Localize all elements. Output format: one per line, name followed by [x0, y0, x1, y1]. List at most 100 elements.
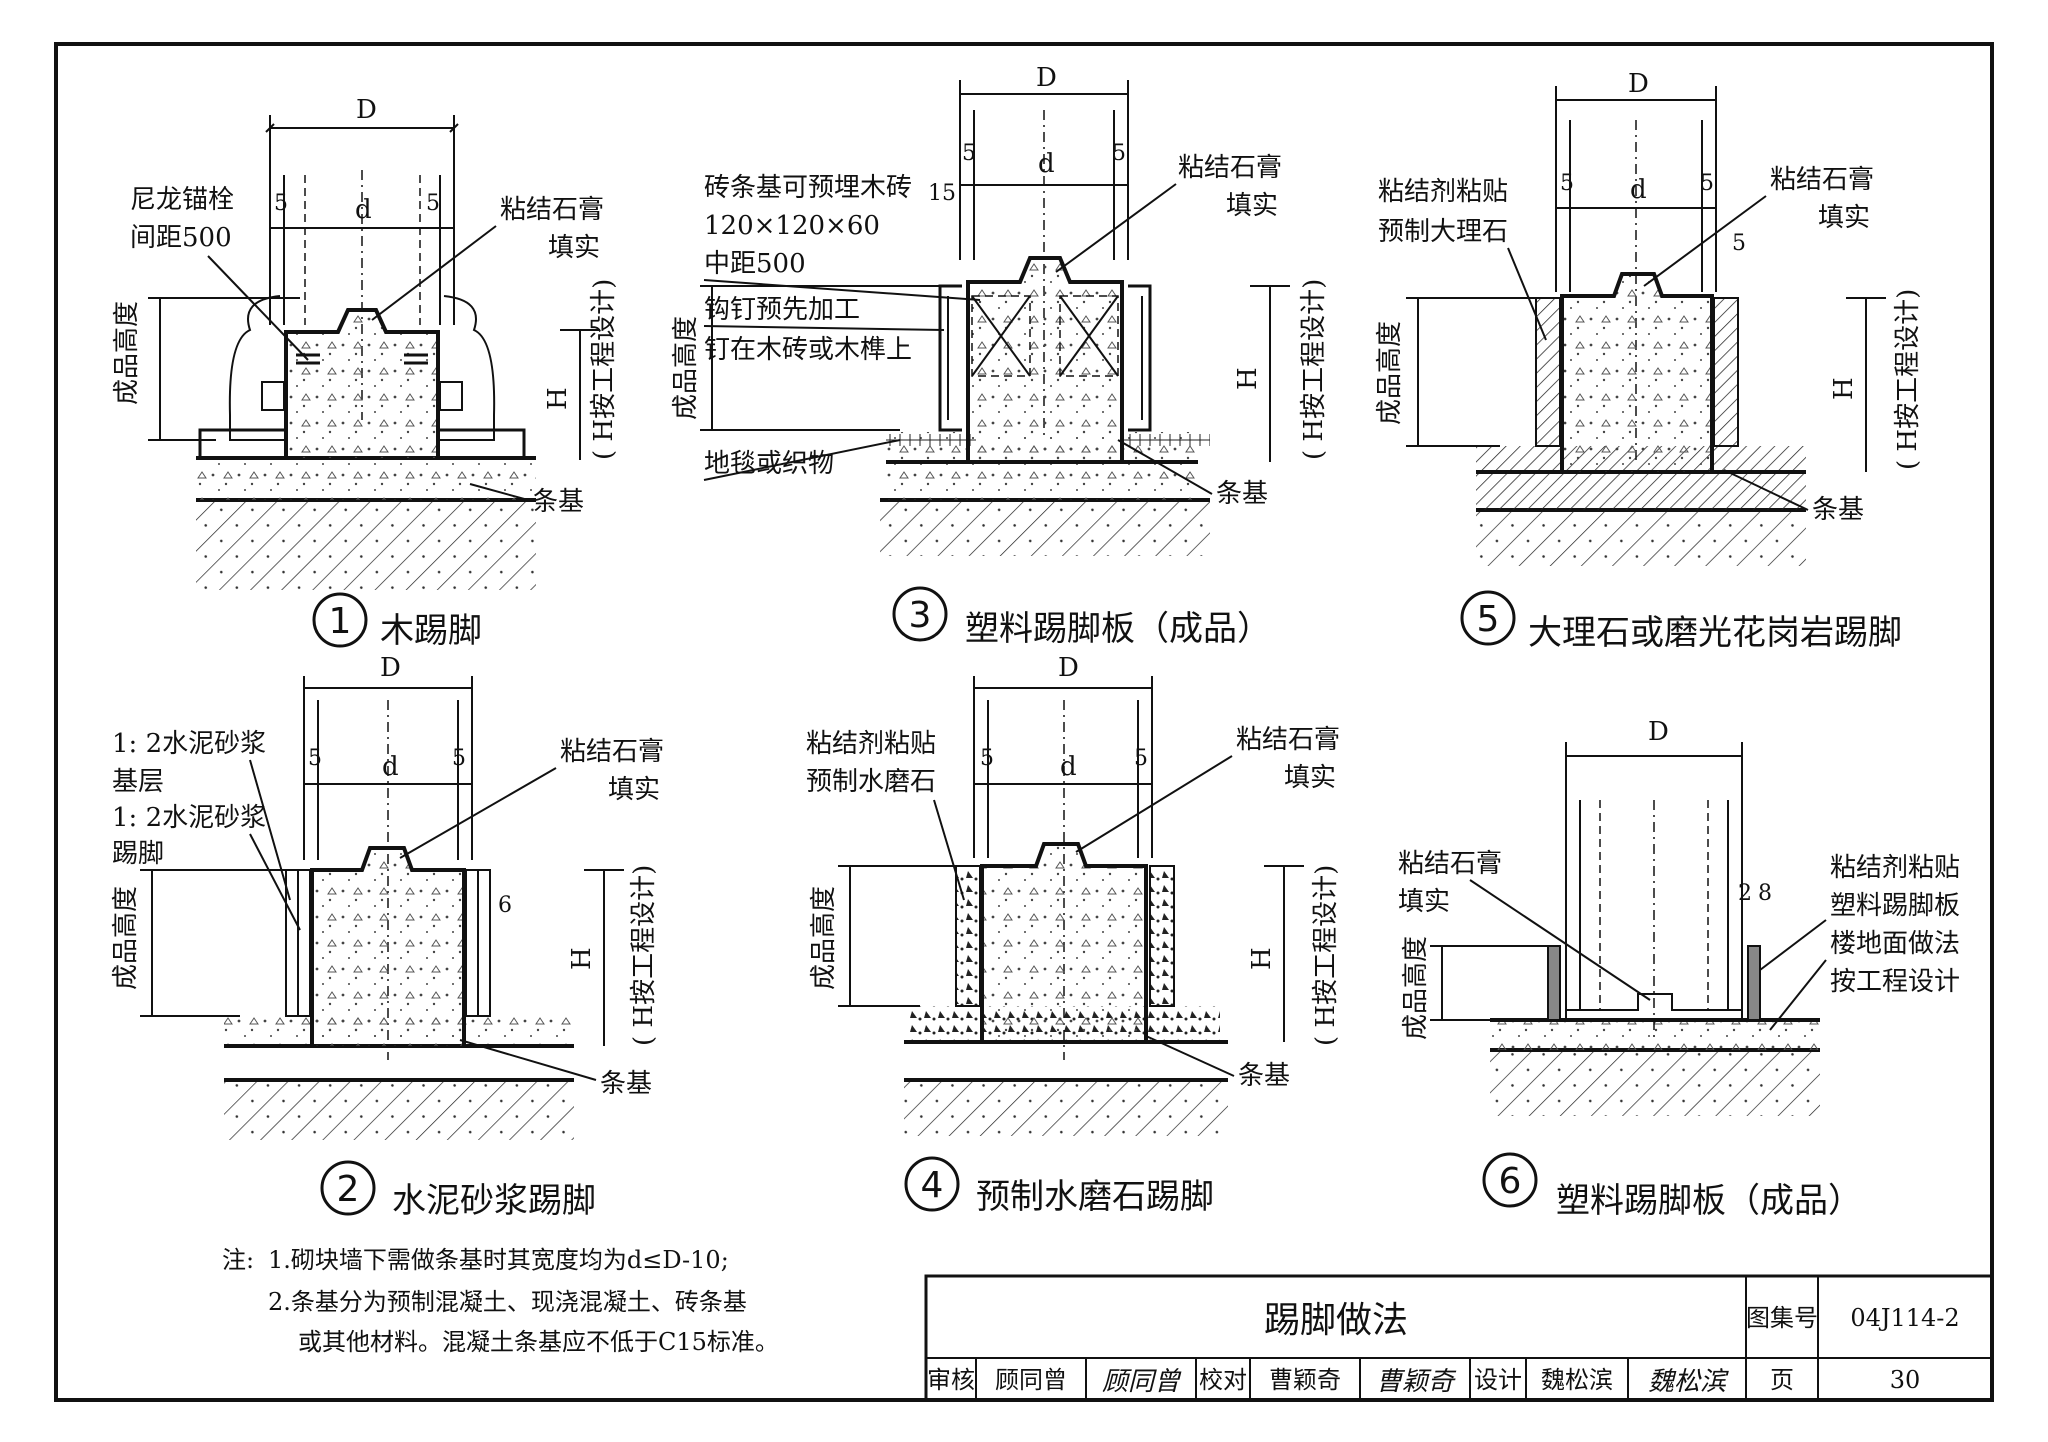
notes-line1: 1.砌块墙下需做条基时其宽度均为d≤D-10;: [268, 1246, 729, 1274]
d1-label-anchor: 尼龙锚栓: [130, 185, 234, 215]
d6-dim-8: 8: [1758, 881, 1772, 906]
designer-signature: 魏松滨: [1648, 1367, 1729, 1397]
d5-label-gypsum: 粘结石膏: [1770, 165, 1874, 195]
d2-dim-5b: 5: [452, 746, 466, 771]
d3-caption: 塑料踢脚板（成品）: [965, 609, 1271, 649]
d4-label-adh1: 粘结剂粘贴: [806, 729, 936, 759]
d2-label-gypsum: 粘结石膏: [560, 737, 664, 767]
checker-name: 曹颖奇: [1269, 1366, 1341, 1394]
d1-dim-5b: 5: [426, 191, 440, 216]
d3-label-gypsum: 粘结石膏: [1178, 153, 1282, 183]
designer-name: 魏松滨: [1541, 1366, 1613, 1394]
d2-dim-5a: 5: [308, 746, 322, 771]
d2-label-height: 成品高度: [111, 886, 141, 990]
d1-label-footing: 条基: [532, 487, 584, 517]
d2-label-footing: 条基: [600, 1069, 652, 1099]
d2-label-base: 基层: [112, 767, 164, 797]
d4-label-H-note: ( H按工程设计): [1311, 865, 1341, 1046]
d3-label-H-note: ( H按工程设计): [1299, 279, 1329, 460]
page-number: 30: [1890, 1366, 1921, 1394]
d1-dim-d: d: [355, 195, 372, 225]
d4-dim-5a: 5: [980, 746, 994, 771]
d1-label-height: 成品高度: [112, 301, 142, 405]
d6-caption: 塑料踢脚板（成品）: [1556, 1181, 1862, 1221]
d3-label-H: H: [1233, 367, 1263, 390]
d1-label-H: H: [543, 387, 573, 410]
d1-label-H-note: ( H按工程设计): [589, 279, 619, 460]
d2-dim-6: 6: [498, 893, 512, 918]
d4-label-adh2: 预制水磨石: [806, 767, 936, 797]
d5-dim-d: d: [1630, 175, 1647, 205]
notes-line3: 或其他材料。混凝土条基应不低于C15标准。: [298, 1328, 779, 1356]
d5-label-height: 成品高度: [1375, 321, 1405, 425]
notes-prefix: 注:: [222, 1246, 254, 1274]
detail-3-plastic-skirting: D 5 d 5 15 成品高度 H ( H按工程设计) 砖条基可预埋木砖 120…: [671, 63, 1329, 649]
d6-dim-2: 2: [1738, 881, 1752, 906]
d3-dim-15: 15: [928, 181, 956, 206]
d2-dim-d: d: [382, 752, 399, 782]
d1-dim-D: D: [356, 95, 377, 125]
d1-label-spacing: 间距500: [130, 223, 232, 253]
d5-label-H: H: [1829, 377, 1859, 400]
d1-dim-5a: 5: [274, 191, 288, 216]
d5-dim-5b: 5: [1700, 171, 1714, 196]
d3-label-brick1: 砖条基可预埋木砖: [704, 173, 912, 203]
d5-dim-D: D: [1628, 69, 1649, 99]
d6-label-fill: 填实: [1398, 887, 1450, 917]
d5-dim-5c: 5: [1732, 231, 1746, 256]
d2-label-mortar2: 1: 2水泥砂浆: [112, 803, 266, 833]
d3-label-brick2: 120×120×60: [704, 211, 880, 241]
d4-label-gypsum: 粘结石膏: [1236, 725, 1340, 755]
check-label: 校对: [1199, 1366, 1247, 1394]
d3-label-footing: 条基: [1216, 479, 1268, 509]
d1-label-fill: 填实: [548, 233, 600, 263]
d6-number: 6: [1499, 1161, 1522, 1202]
detail-4-terrazzo-skirting: D 5 d 5 成品高度 H ( H按工程设计) 粘结剂粘贴 预制水磨石 粘结石…: [806, 653, 1341, 1217]
detail-2-cement-mortar-skirting: D 5 d 5 6 成品高度 H ( H按工程设计) 1: 2水泥砂浆 基层 1…: [111, 653, 664, 1221]
d1-label-gypsum: 粘结石膏: [500, 195, 604, 225]
checker-signature: 曹颖奇: [1376, 1367, 1457, 1397]
title-block: 踢脚做法 图集号 04J114-2 审核 顾同曾 顾同曾 校对 曹颖奇 曹颖奇 …: [924, 1274, 1994, 1402]
notes: 注: 1.砌块墙下需做条基时其宽度均为d≤D-10; 2.条基分为预制混凝土、现…: [222, 1246, 779, 1356]
notes-line2: 2.条基分为预制混凝土、现浇混凝土、砖条基: [268, 1288, 747, 1316]
d4-label-height: 成品高度: [809, 886, 839, 990]
d3-label-carpet: 地毯或织物: [704, 449, 834, 479]
design-label: 设计: [1474, 1366, 1522, 1394]
d3-dim-5b: 5: [1112, 141, 1126, 166]
detail-1-wood-skirting: D 5 d 5 成品高度 H ( H按工程设计) 尼龙锚栓 间距500 粘结石膏…: [112, 95, 619, 651]
d5-label-footing: 条基: [1812, 495, 1864, 525]
d3-dim-D: D: [1036, 63, 1057, 93]
d3-label-fill: 填实: [1226, 191, 1278, 221]
d3-label-nail2: 钉在木砖或木榫上: [704, 335, 912, 365]
d2-caption: 水泥砂浆踢脚: [392, 1181, 596, 1221]
d5-number: 5: [1477, 599, 1500, 640]
d3-label-nail1: 钩钉预先加工: [704, 295, 860, 325]
detail-5-marble-skirting: D 5 d 5 5 成品高度 H ( H按工程设计) 粘结剂粘贴 预制大理石 粘…: [1375, 69, 1923, 653]
atlas-number: 04J114-2: [1850, 1304, 1959, 1332]
d3-number: 3: [909, 595, 932, 636]
d6-label-height: 成品高度: [1401, 936, 1431, 1040]
d3-dim-5a: 5: [962, 141, 976, 166]
d4-label-H: H: [1247, 947, 1277, 970]
d2-number: 2: [337, 1169, 360, 1210]
d2-label-H: H: [567, 947, 597, 970]
d5-label-fill: 填实: [1818, 203, 1870, 233]
d3-dim-d: d: [1038, 149, 1055, 179]
d5-dim-5a: 5: [1560, 171, 1574, 196]
d6-label-floor2: 按工程设计: [1830, 967, 1960, 997]
d5-label-adh2: 预制大理石: [1378, 217, 1508, 247]
d1-number: 1: [329, 601, 352, 642]
d1-caption: 木踢脚: [380, 611, 482, 651]
page-label: 页: [1770, 1366, 1794, 1394]
d6-label-gypsum: 粘结石膏: [1398, 849, 1502, 879]
d4-label-footing: 条基: [1238, 1061, 1290, 1091]
d2-dim-D: D: [380, 653, 401, 683]
d6-label-adh2: 塑料踢脚板: [1830, 891, 1960, 921]
d4-number: 4: [921, 1165, 944, 1206]
d4-caption: 预制水磨石踢脚: [976, 1177, 1214, 1217]
d4-dim-5b: 5: [1134, 746, 1148, 771]
d2-label-mortar1: 1: 2水泥砂浆: [112, 729, 266, 759]
d6-label-floor1: 楼地面做法: [1830, 929, 1960, 959]
d2-label-fill: 填实: [608, 775, 660, 805]
